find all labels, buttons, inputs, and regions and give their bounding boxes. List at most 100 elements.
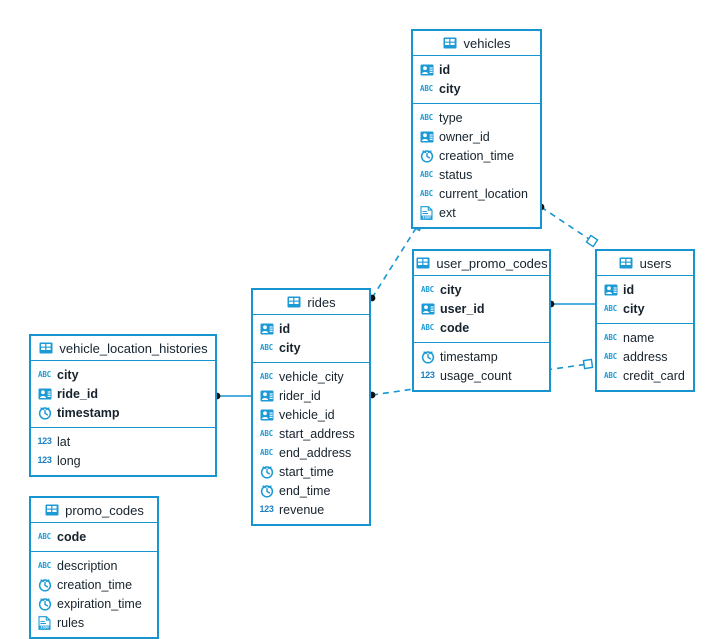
abc-string-icon: ABC [420,188,433,198]
abc-string-icon: ABC [260,371,273,381]
table-header-users[interactable]: users [597,251,693,276]
abc-string-icon: ABC [421,322,434,332]
column-label: vehicle_id [279,407,335,422]
table-header-rides[interactable]: rides [253,290,369,315]
table-grid-icon [415,256,430,271]
table-header-vehicle_location_histories[interactable]: vehicle_location_histories [31,336,215,361]
123-number-icon: 123 [37,455,52,465]
abc-string-icon: ABC [604,370,617,380]
column-row-rides-vehicle_id[interactable]: vehicle_id [253,405,369,424]
column-label: address [623,349,668,364]
column-row-user_promo_codes-user_id[interactable]: user_id [414,299,549,318]
abc-string-icon: ABC [38,531,51,541]
column-row-rides-id[interactable]: id [253,319,369,338]
identity-card-icon [259,407,274,422]
abc-string-icon: ABC [421,284,434,294]
svg-text:JSON: JSON [422,215,430,219]
table-header-promo_codes[interactable]: promo_codes [31,498,157,523]
column-row-vehicles-city[interactable]: ABC city [413,79,540,98]
table-title: users [639,255,672,271]
column-row-vehicles-creation_time[interactable]: creation_time [413,146,540,165]
table-grid-icon [443,36,458,51]
column-row-vehicle_location_histories-city[interactable]: ABC city [31,365,215,384]
column-label: city [57,367,79,382]
svg-text:JSON: JSON [40,625,48,629]
column-row-vehicles-id[interactable]: id [413,60,540,79]
abc-string-icon: ABC [260,342,273,352]
relationship-vehicles-to-users[interactable] [537,203,599,248]
column-label: status [439,167,473,182]
column-row-users-id[interactable]: id [597,280,693,299]
column-row-vehicle_location_histories-timestamp[interactable]: timestamp [31,403,215,422]
column-row-users-address[interactable]: ABC address [597,347,693,366]
table-header-user_promo_codes[interactable]: user_promo_codes [414,251,549,276]
123-number-icon: 123 [259,504,274,514]
column-label: rider_id [279,388,321,403]
column-label: start_time [279,464,334,479]
clock-icon [259,483,274,498]
column-row-promo_codes-expiration_time[interactable]: expiration_time [31,594,157,613]
column-row-rides-rider_id[interactable]: rider_id [253,386,369,405]
column-label: description [57,558,118,573]
column-label: id [623,282,635,297]
relationship-user_promo_codes-to-users[interactable] [547,300,596,308]
table-title: promo_codes [65,502,144,518]
abc-string-icon: ABC [420,83,433,93]
column-row-vehicle_location_histories-ride_id[interactable]: ride_id [31,384,215,403]
table-grid-icon [619,256,634,271]
table-title: vehicles [463,35,511,51]
column-row-user_promo_codes-timestamp[interactable]: timestamp [414,347,549,366]
column-label: rules [57,615,85,630]
clock-icon [37,577,52,592]
column-row-vehicles-owner_id[interactable]: owner_id [413,127,540,146]
column-row-promo_codes-rules[interactable]: JSON rules [31,613,157,632]
relationship-vehicle_location_histories-to-rides[interactable] [213,392,251,400]
column-label: lat [57,434,71,449]
identity-card-icon [259,388,274,403]
column-row-rides-start_time[interactable]: start_time [253,462,369,481]
abc-string-icon: ABC [604,351,617,361]
column-label: city [439,81,461,96]
column-row-vehicles-status[interactable]: ABC status [413,165,540,184]
column-label: expiration_time [57,596,142,611]
column-label: timestamp [57,405,120,420]
abc-string-icon: ABC [38,369,51,379]
clock-icon [37,596,52,611]
column-row-promo_codes-creation_time[interactable]: creation_time [31,575,157,594]
abc-string-icon: ABC [420,169,433,179]
identity-card-icon [37,386,52,401]
column-row-rides-end_time[interactable]: end_time [253,481,369,500]
table-header-vehicles[interactable]: vehicles [413,31,540,56]
column-label: id [279,321,291,336]
